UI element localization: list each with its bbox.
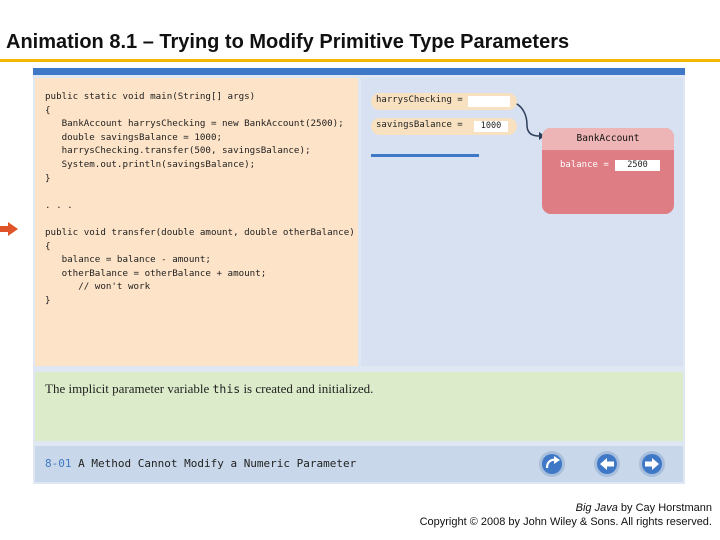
book-author: by Cay Horstmann bbox=[617, 502, 712, 514]
balance-field: balance = 2500 bbox=[542, 159, 674, 173]
code-line: { bbox=[45, 240, 51, 252]
back-arrow-icon[interactable] bbox=[592, 450, 622, 478]
variable-label: harrysChecking = bbox=[376, 95, 463, 105]
step-message: The implicit parameter variable this is … bbox=[45, 381, 373, 397]
variable-value-box bbox=[468, 96, 510, 107]
code-line: public static void main(String[] args) bbox=[45, 91, 256, 102]
variable-value-box: 1000 bbox=[474, 121, 508, 132]
code-line: balance = balance - amount; bbox=[45, 254, 211, 266]
title-rule bbox=[0, 59, 720, 62]
forward-arrow-icon[interactable] bbox=[637, 450, 667, 478]
code-line: // won't work bbox=[45, 281, 151, 293]
animation-frame: public static void main(String[] args) {… bbox=[0, 68, 685, 484]
replay-icon[interactable] bbox=[537, 450, 567, 478]
code-line: System.out.println(savingsBalance); bbox=[45, 158, 256, 170]
code-line: } bbox=[45, 294, 51, 306]
code-line-current: harrysChecking.transfer(500, savingsBala… bbox=[45, 145, 311, 157]
code-listing: public static void main(String[] args) {… bbox=[45, 90, 355, 308]
field-label: balance = bbox=[560, 160, 609, 170]
bank-account-object: BankAccount balance = 2500 bbox=[542, 128, 674, 214]
frame-top-bar bbox=[33, 68, 685, 75]
message-text-before: The implicit parameter variable bbox=[45, 381, 213, 396]
variable-savings-balance: savingsBalance = 1000 bbox=[371, 118, 517, 135]
slide-title: Animation 8.1 – Trying to Modify Primiti… bbox=[6, 31, 570, 53]
animation-title: 8-01 A Method Cannot Modify a Numeric Pa… bbox=[45, 457, 356, 470]
variable-harrys-checking: harrysChecking = bbox=[371, 93, 517, 110]
current-line-arrow-icon bbox=[0, 222, 18, 236]
animation-number: 8-01 bbox=[45, 457, 72, 470]
code-line: . . . bbox=[45, 199, 73, 211]
code-line: public void transfer(double amount, doub… bbox=[45, 226, 355, 238]
navigation-bar: 8-01 A Method Cannot Modify a Numeric Pa… bbox=[35, 446, 683, 482]
code-line: double savingsBalance = 1000; bbox=[45, 131, 223, 143]
stack-frame-divider bbox=[371, 154, 479, 157]
code-line: otherBalance = otherBalance + amount; bbox=[45, 267, 267, 279]
code-panel: public static void main(String[] args) {… bbox=[0, 78, 358, 366]
memory-diagram-panel: harrysChecking = savingsBalance = 1000 B… bbox=[361, 78, 683, 366]
copyright-notice: Copyright © 2008 by John Wiley & Sons. A… bbox=[419, 516, 712, 528]
variable-label: savingsBalance = bbox=[376, 120, 463, 130]
message-panel: The implicit parameter variable this is … bbox=[35, 372, 683, 441]
animation-name: A Method Cannot Modify a Numeric Paramet… bbox=[78, 457, 357, 470]
object-class-name: BankAccount bbox=[542, 128, 674, 150]
book-credit: Big Java by Cay Horstmann bbox=[576, 502, 712, 514]
field-value-box: 2500 bbox=[615, 160, 660, 171]
code-line: } bbox=[45, 172, 51, 184]
message-text-after: is created and initialized. bbox=[240, 381, 374, 396]
code-line: BankAccount harrysChecking = new BankAcc… bbox=[45, 118, 344, 130]
message-code: this bbox=[212, 382, 241, 396]
book-title: Big Java bbox=[575, 502, 618, 514]
code-line: { bbox=[45, 104, 51, 116]
